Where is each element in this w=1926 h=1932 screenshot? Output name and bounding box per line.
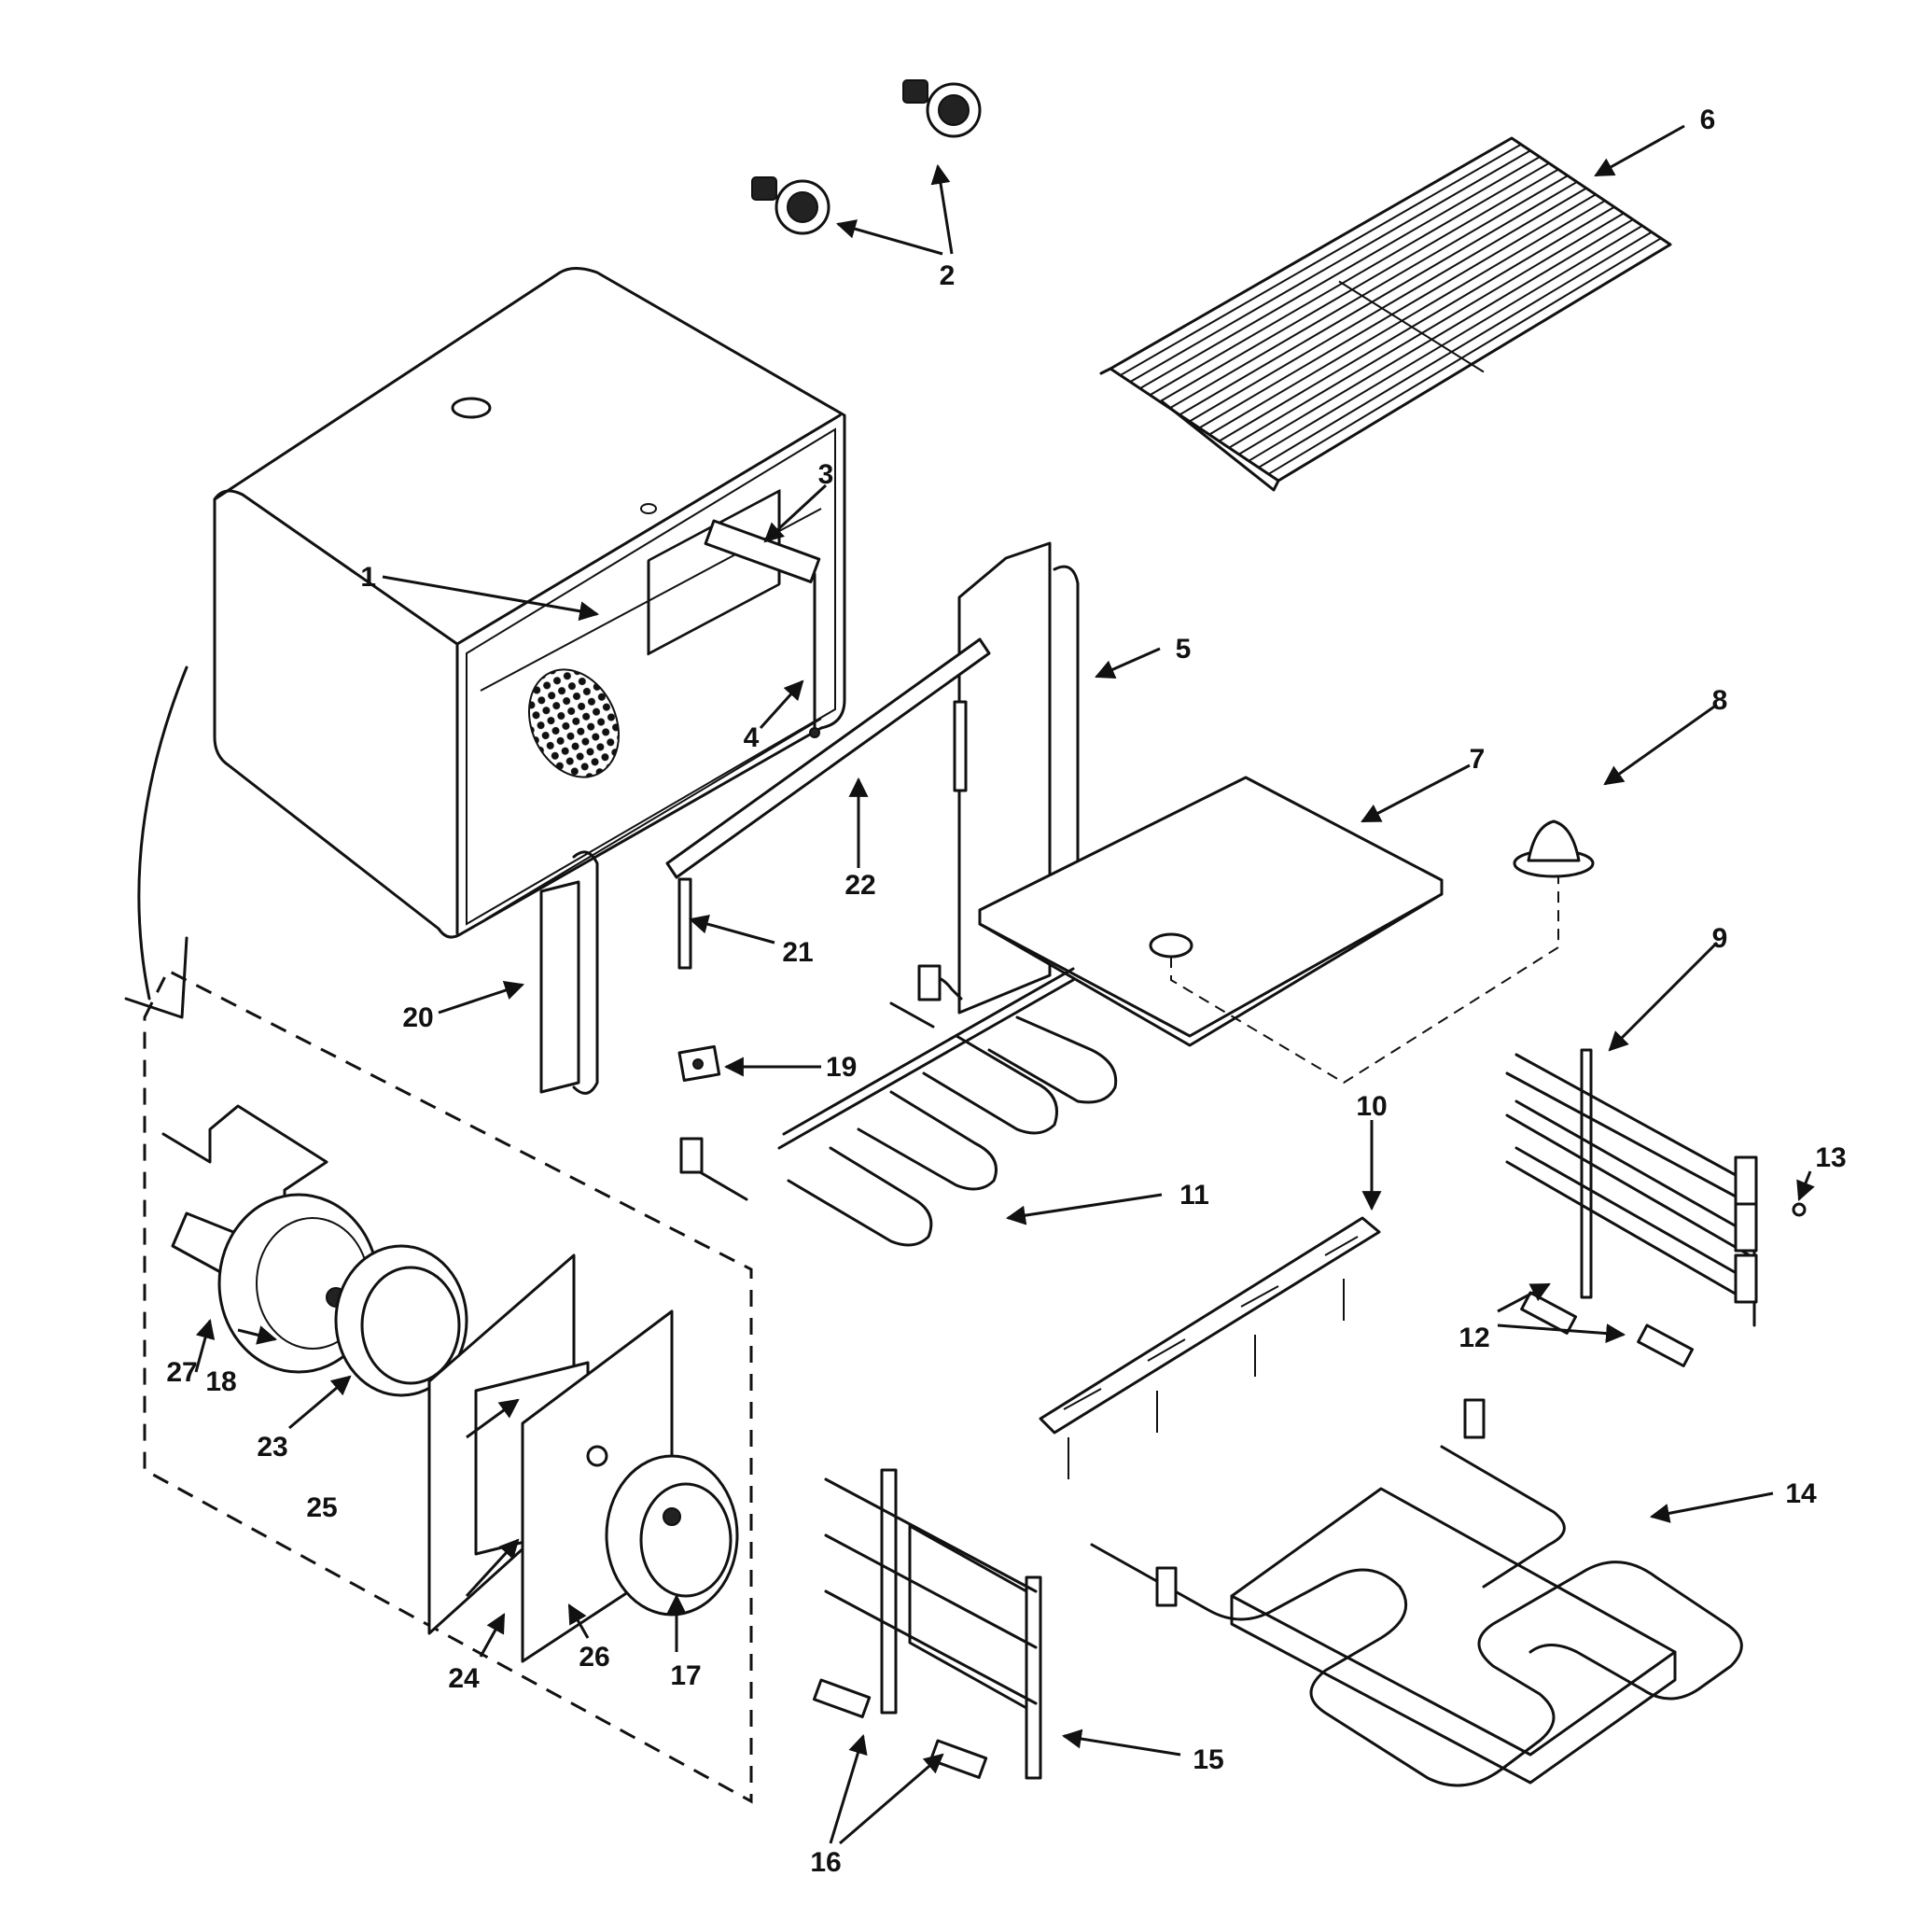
rack-bar (1218, 205, 1615, 442)
element-clip (677, 1044, 721, 1083)
rack-bar (1129, 149, 1531, 383)
callout-13: 13 (1815, 1142, 1846, 1173)
rack-bar (1149, 161, 1550, 397)
rack-bar (1189, 187, 1587, 423)
rack-bar (1159, 168, 1559, 403)
callout-19: 19 (826, 1052, 857, 1083)
rack-bar (1169, 175, 1569, 410)
oven-bottom-panel (978, 776, 1559, 1085)
callout-14: 14 (1785, 1478, 1817, 1509)
rack-bar (1139, 156, 1541, 390)
callout-7: 7 (1470, 744, 1486, 775)
slide-supports (539, 519, 1080, 1095)
rack-bar (1248, 225, 1643, 462)
callout-17: 17 (670, 1660, 701, 1691)
convection-fan-assembly (161, 1104, 739, 1663)
detail-curved-arrow (124, 665, 188, 1019)
rack-bar (1120, 143, 1522, 376)
callout-2: 2 (940, 260, 956, 291)
callout-18: 18 (205, 1366, 236, 1397)
rack-bar (1267, 237, 1662, 475)
callout-16: 16 (810, 1847, 841, 1878)
broil-element (1090, 1398, 1743, 1787)
callout-5: 5 (1176, 634, 1192, 665)
knob-lower (751, 176, 830, 235)
rack-bar (1208, 200, 1606, 436)
rack-bar (1198, 193, 1597, 429)
callout-27: 27 (166, 1357, 197, 1388)
right-rack-support (1505, 1048, 1807, 1367)
callout-4: 4 (744, 722, 760, 753)
callout-15: 15 (1193, 1744, 1223, 1775)
rack-cross-bar (1338, 280, 1485, 373)
callout-10: 10 (1356, 1091, 1387, 1122)
callout-3: 3 (818, 459, 834, 490)
callout-25: 25 (306, 1492, 337, 1523)
knob-upper (902, 79, 982, 138)
callout-8: 8 (1712, 685, 1728, 716)
center-rail (1039, 1216, 1381, 1479)
leader-lines (194, 124, 1815, 1845)
callout-12: 12 (1458, 1323, 1489, 1353)
callout-20: 20 (402, 1002, 433, 1033)
callout-23: 23 (257, 1432, 287, 1463)
rack-bar (1228, 212, 1625, 449)
callout-26: 26 (579, 1642, 609, 1673)
rack-bar (1258, 231, 1653, 469)
rack-bar (1179, 181, 1578, 416)
vent-fitting (1513, 819, 1595, 878)
bake-element (679, 964, 1118, 1247)
oven-rack (1099, 136, 1672, 492)
rack-bar (1238, 218, 1634, 455)
convection-detail-box (143, 968, 753, 1804)
callout-22: 22 (844, 870, 875, 901)
callout-9: 9 (1712, 923, 1728, 954)
callout-1: 1 (360, 562, 376, 593)
callout-11: 11 (1179, 1180, 1209, 1211)
control-knobs (751, 79, 982, 235)
callout-24: 24 (448, 1663, 480, 1694)
callout-6: 6 (1700, 105, 1716, 135)
left-rack-support (812, 1468, 1042, 1780)
callout-labels: 1 2 3 4 5 6 7 8 9 10 11 12 13 14 15 16 1… (166, 105, 1846, 1878)
callout-21: 21 (782, 937, 813, 968)
